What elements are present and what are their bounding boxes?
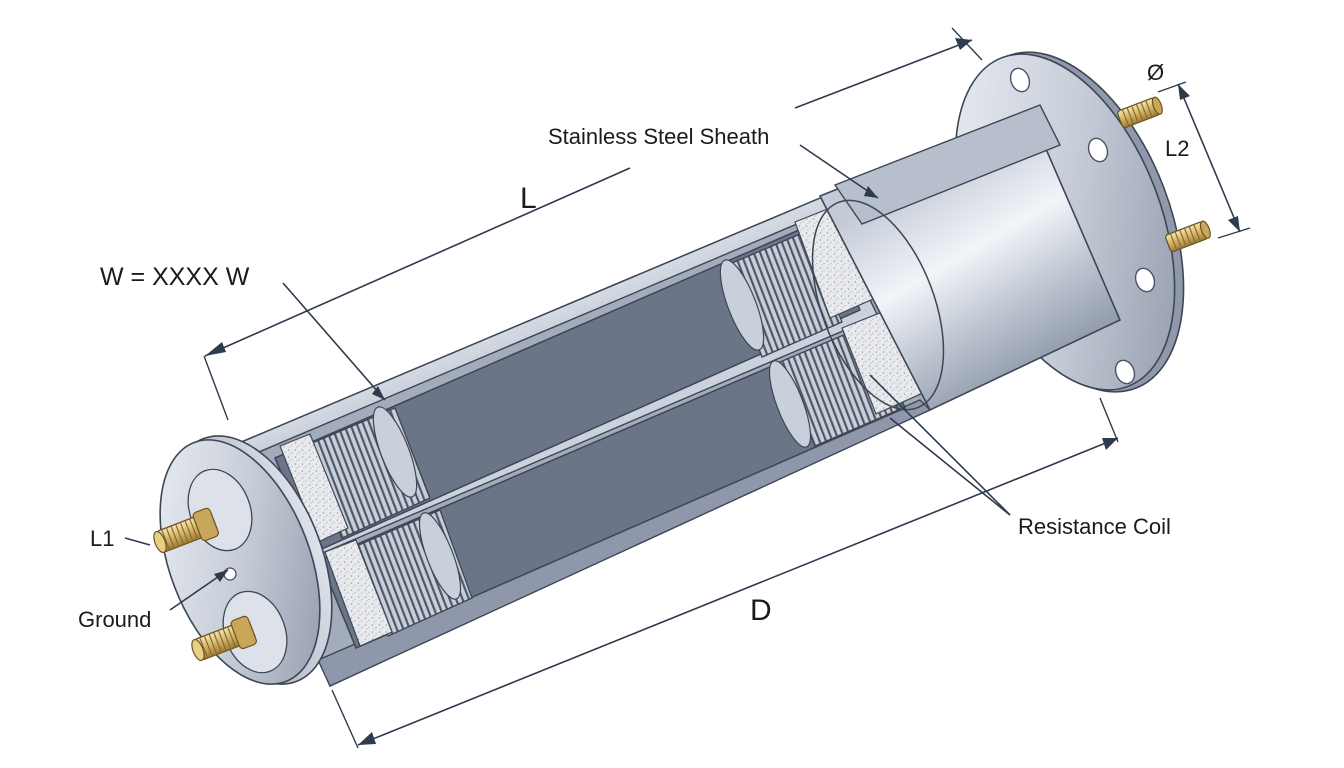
leader-lines — [124, 144, 1011, 611]
flange-distance-label: D — [750, 594, 772, 627]
terminal-l1-label: L1 — [90, 526, 114, 551]
left-flange — [159, 435, 333, 685]
terminal-stud-icon — [1117, 96, 1211, 253]
heater-body — [811, 104, 1122, 412]
terminal-stud-icon — [153, 507, 257, 662]
sheath-label: Stainless Steel Sheath — [548, 124, 769, 149]
lower-heating-element — [319, 307, 926, 649]
dimension-terminal-spacing-L2 — [1157, 81, 1251, 239]
wattage-label: W = XXXX W — [100, 263, 250, 291]
dimension-length-L — [203, 27, 983, 421]
flange-bolt-hole-icon — [1009, 67, 1156, 385]
ground-label: Ground — [78, 607, 151, 632]
length-label: L — [520, 182, 537, 215]
resistance-coil-label: Resistance Coil — [1018, 514, 1171, 539]
terminal-spacing-label: L2 — [1165, 136, 1189, 161]
dimension-flange-distance-D — [331, 397, 1119, 749]
diameter-label: Ø — [1147, 60, 1164, 85]
